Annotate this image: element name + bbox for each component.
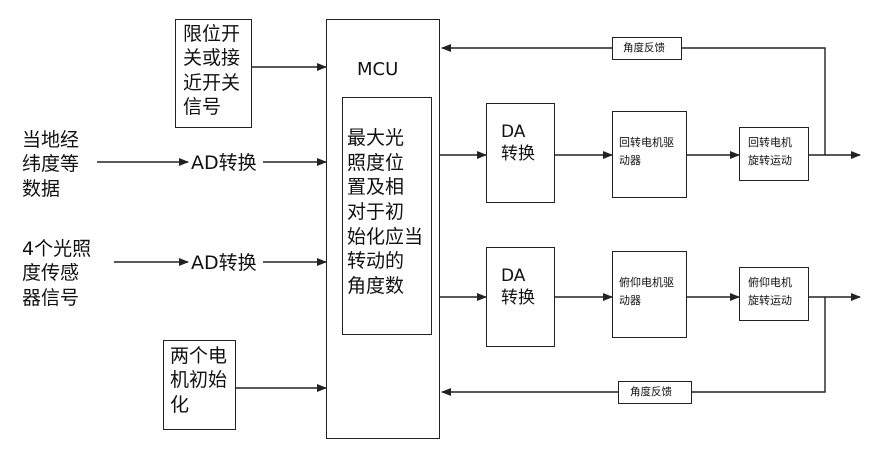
motor-init-label: 两个电 机初始 化 bbox=[170, 345, 228, 416]
mcu-calc-label: 最大光 照度位 置及相 对于初 始化应当 转动的 角度数 bbox=[347, 127, 424, 298]
feedback-line-top bbox=[682, 47, 826, 155]
pitch-driver-label: 俯仰电机驱 动器 bbox=[619, 276, 674, 307]
ad-converter-top: AD转换 bbox=[191, 152, 257, 174]
limit-switch-label: 限位开 关或接 近开关 信号 bbox=[183, 23, 241, 118]
feedback-bottom-box: 角度反馈 bbox=[618, 381, 692, 404]
local-data-label: 当地经 纬度等 数据 bbox=[22, 129, 80, 200]
feedback-top-box: 角度反馈 bbox=[612, 37, 682, 60]
pitch-motor-label: 俯仰电机 旋转运动 bbox=[748, 276, 792, 307]
da-converter-top-label: DA 转换 bbox=[501, 122, 535, 164]
mcu-box: MCU 最大光 照度位 置及相 对于初 始化应当 转动的 角度数 bbox=[326, 19, 440, 439]
feedback-top-label: 角度反馈 bbox=[623, 42, 665, 54]
limit-switch-box: 限位开 关或接 近开关 信号 bbox=[175, 19, 252, 128]
slew-motor-label: 回转电机 旋转运动 bbox=[748, 136, 792, 167]
da-converter-bottom-box: DA 转换 bbox=[486, 247, 555, 347]
light-sensor-label: 4个光照 度传感 器信号 bbox=[22, 238, 92, 309]
feedback-line-bottom bbox=[692, 297, 826, 393]
mcu-calc-box: 最大光 照度位 置及相 对于初 始化应当 转动的 角度数 bbox=[342, 97, 432, 335]
da-converter-bottom-label: DA 转换 bbox=[501, 266, 535, 308]
feedback-bottom-label: 角度反馈 bbox=[630, 386, 672, 398]
slew-motor-box: 回转电机 旋转运动 bbox=[739, 127, 809, 181]
pitch-driver-box: 俯仰电机驱 动器 bbox=[612, 251, 687, 338]
ad-converter-bottom: AD转换 bbox=[191, 252, 257, 274]
motor-init-box: 两个电 机初始 化 bbox=[163, 340, 236, 430]
slew-driver-box: 回转电机驱 动器 bbox=[612, 111, 687, 198]
da-converter-top-box: DA 转换 bbox=[486, 103, 555, 203]
mcu-title: MCU bbox=[357, 59, 399, 80]
slew-driver-label: 回转电机驱 动器 bbox=[619, 136, 674, 167]
pitch-motor-box: 俯仰电机 旋转运动 bbox=[739, 267, 809, 321]
